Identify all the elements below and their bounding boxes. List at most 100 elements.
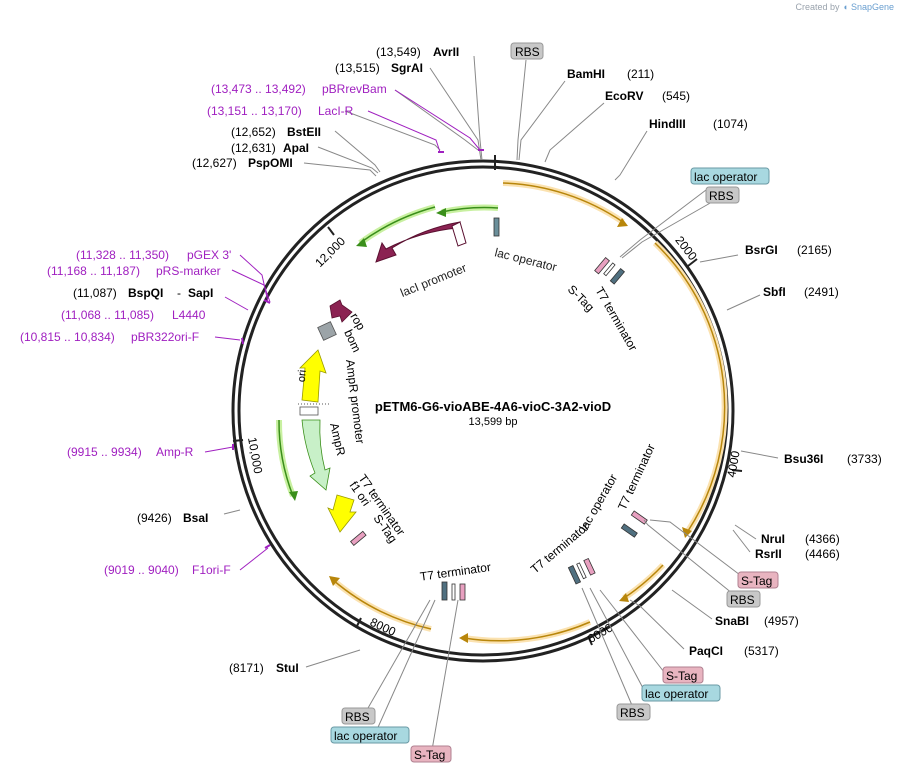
cds-arc-4-line (463, 621, 591, 642)
snapgene-credit: Created by ◖ SnapGene (795, 2, 894, 12)
bottom-op (441, 581, 448, 601)
rop-feature (329, 299, 353, 323)
enzyme-HindIII-pos: (1074) (713, 117, 748, 131)
primer-F1ori: F1ori-F (192, 563, 231, 577)
enzyme-EcoRV: EcoRV (605, 89, 643, 103)
enzyme-PspOMI-pos: (12,627) (192, 156, 237, 170)
ori-feature (299, 349, 327, 403)
enzyme-SnaBI: SnaBI (715, 614, 749, 628)
primer-pRS-pos: (11,168 .. 11,187) (47, 264, 140, 278)
enzyme-Bsu36I: Bsu36I (784, 452, 823, 466)
credit-brand: SnapGene (850, 2, 894, 12)
cds-arc-2-line (654, 242, 726, 532)
enzyme-SapI: SapI (188, 286, 213, 300)
box-rbs-r1: RBS (730, 593, 755, 607)
primer-pBR322ori: pBR322ori-F (131, 330, 199, 344)
enzyme-NruI-pos: (4366) (805, 532, 840, 546)
enzyme-BamHI-pos: (211) (627, 67, 654, 81)
enzyme-StuI-pos: (8171) (229, 661, 264, 675)
stag-ur (594, 257, 611, 275)
t7term-ur-label: T7 terminator (592, 285, 640, 354)
leader-lines (223, 55, 779, 751)
r2-op (620, 523, 638, 538)
credit-prefix: Created by (795, 2, 840, 12)
lacI-label: lacI (409, 239, 429, 255)
enzyme-HindIII: HindIII (649, 117, 686, 131)
primer-labels: (13,473 .. 13,492) pBRrevBam (13,151 .. … (20, 82, 387, 577)
cds-arrow-5 (329, 576, 340, 586)
enzyme-BsrGI-pos: (2165) (797, 243, 832, 257)
enzyme-RsrII-pos: (4466) (805, 547, 840, 561)
primer-markers (232, 149, 484, 549)
bottom-stag (459, 583, 466, 601)
enzyme-PspOMI: PspOMI (248, 156, 293, 170)
enzyme-SbfI-pos: (2491) (804, 285, 839, 299)
ampR-promoter-label: AmpR promoter (343, 359, 367, 445)
primer-pRS: pRS-marker (156, 264, 221, 278)
box-stag-r2: S-Tag (666, 669, 697, 683)
primer-LacI-R-pos: (13,151 .. 13,170) (207, 104, 302, 118)
enzyme-BamHI: BamHI (567, 67, 605, 81)
enzyme-labels: (13,549) AvrII (13,515) SgrAI (12,652) B… (73, 45, 882, 675)
primer-F1ori-pos: (9019 .. 9040) (104, 563, 179, 577)
enzyme-BsrGI: BsrGI (745, 243, 778, 257)
enzyme-BsaI-pos: (9426) (137, 511, 172, 525)
box-rbs-b: RBS (345, 710, 370, 724)
ampR-feature (301, 419, 331, 491)
box-lacop-ur: lac operator (694, 170, 757, 184)
cluster-upper-right: S-Tag T7 terminator (565, 257, 640, 354)
enzyme-StuI: StuI (276, 661, 299, 675)
primer-pBRrevBam: pBRrevBam (322, 82, 387, 96)
enzyme-AvrII: AvrII (433, 45, 459, 59)
enzyme-SnaBI-pos: (4957) (764, 614, 799, 628)
cds-arrow-1 (617, 218, 628, 227)
t7term-bottom-label: T7 terminator (419, 560, 492, 584)
lac-operator-top (493, 217, 500, 237)
primer-pGEX-pos: (11,328 .. 11,350) (76, 248, 169, 262)
t7term-ur-2 (609, 268, 626, 285)
cds-arcs (331, 180, 728, 644)
box-rbs-top: RBS (515, 45, 540, 59)
backbone-outer (231, 159, 735, 663)
promoter-arrow-left (356, 238, 367, 247)
box-stag-b: S-Tag (414, 748, 445, 762)
enzyme-SbfI: SbfI (763, 285, 786, 299)
f1ori-feature (327, 494, 357, 533)
lacI-promoter-label: lacI promoter (398, 261, 468, 300)
enzyme-PaqCI-pos: (5317) (744, 644, 779, 658)
box-lacop-b: lac operator (334, 729, 397, 743)
tick-label-10000: 10,000 (245, 436, 265, 475)
lac-operator-top-label: lac operator (493, 245, 558, 274)
enzyme-PaqCI: PaqCI (689, 644, 723, 658)
primer-pBR322ori-pos: (10,815 .. 10,834) (20, 330, 115, 344)
r1-op (567, 565, 582, 585)
tick-4000: 4000 (724, 449, 742, 478)
r1-t7 (576, 562, 587, 580)
enzyme-RsrII: RsrII (755, 547, 782, 561)
enzyme-dash: - (177, 286, 181, 300)
enzyme-NruI: NruI (761, 532, 785, 546)
cds-arc-1 (502, 180, 625, 225)
promoter-arc-left (358, 204, 436, 246)
promoter-arrow-ampR (289, 491, 298, 501)
plasmid-name: pETM6-G6-vioABE-4A6-vioC-3A2-vioD (375, 399, 611, 414)
ori-label: ori (296, 369, 309, 382)
cds-arrow-2 (682, 527, 692, 538)
lac-operator-r-label: lac operator (576, 472, 620, 534)
primer-L4440: L4440 (172, 308, 206, 322)
box-lacop-r2: lac operator (645, 687, 708, 701)
box-rbs-ur: RBS (709, 189, 734, 203)
cds-arc-5-line (332, 579, 432, 630)
enzyme-ApaI: ApaI (283, 141, 309, 155)
r1-stag (583, 557, 596, 576)
tick-10000: 10,000 (232, 436, 265, 475)
ampR-label: AmpR (327, 422, 348, 458)
bottom-t7 (451, 583, 456, 601)
promoter-arrow-top (436, 208, 446, 217)
t7term-ur-1 (603, 262, 616, 277)
bom-label: bom (341, 327, 364, 354)
bom-feature (317, 321, 337, 341)
primer-AmpR: Amp-R (156, 445, 194, 459)
cds-arc-1-line (502, 182, 624, 223)
enzyme-BspQI-pos: (11,087) (73, 286, 117, 300)
